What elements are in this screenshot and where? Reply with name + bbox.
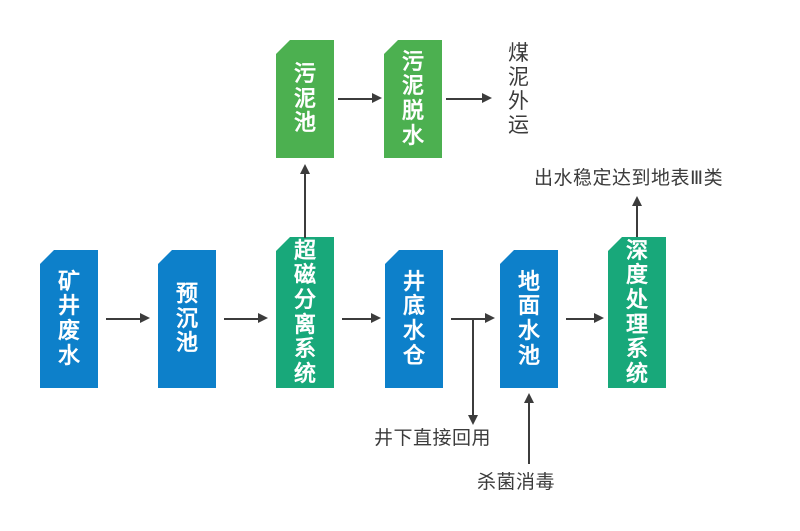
connector-dewatering-to-transport [446, 98, 484, 100]
arrowhead-right-icon [372, 93, 382, 103]
node-label: 深度处理系统 [626, 237, 649, 386]
node-mine-wastewater[interactable]: 矿井废水 [40, 250, 98, 388]
arrowhead-right-icon [485, 313, 495, 323]
caption-effluent-standard: 出水稳定达到地表Ⅲ类 [534, 168, 724, 189]
caption-sterilization-disinfection: 杀菌消毒 [477, 472, 556, 493]
connector-advanced-to-effluent [636, 203, 638, 247]
arrowhead-right-icon [140, 313, 150, 323]
connector-sludgepond-to-dewatering [338, 98, 374, 100]
node-label: 超磁分离系统 [294, 237, 317, 386]
arrowhead-right-icon [371, 313, 381, 323]
node-label: 井底水仓 [403, 268, 426, 368]
node-advanced-treatment-system[interactable]: 深度处理系统 [608, 237, 666, 388]
caption-underground-direct-reuse: 井下直接回用 [374, 428, 492, 449]
node-super-magnetic-separation-system[interactable]: 超磁分离系统 [276, 237, 334, 388]
connector-sump-to-underground-reuse [472, 318, 474, 417]
arrowhead-up-icon [631, 196, 642, 206]
node-sludge-dewatering[interactable]: 污泥脱水 [384, 40, 442, 158]
node-label: 预沉池 [176, 281, 199, 356]
node-label: 污泥脱水 [402, 48, 425, 148]
connector-surfacepool-to-advanced [566, 318, 596, 320]
node-label: 污泥池 [294, 61, 317, 136]
node-sludge-pond[interactable]: 污泥池 [276, 40, 334, 158]
arrowhead-up-icon [299, 164, 310, 174]
arrowhead-right-icon [594, 313, 604, 323]
node-pre-sedimentation-tank[interactable]: 预沉池 [158, 250, 216, 388]
node-pit-bottom-water-sump[interactable]: 井底水仓 [385, 250, 443, 388]
connector-sump-to-surfacepool [451, 318, 487, 320]
arrowhead-down-icon [467, 415, 478, 425]
caption-coal-slime-transport: 煤泥外运 [508, 42, 530, 138]
node-surface-water-pool[interactable]: 地面水池 [500, 250, 558, 388]
node-label: 矿井废水 [58, 268, 81, 368]
connector-magnetic-to-sludgepond [304, 172, 306, 238]
connector-presed-to-magnetic [224, 318, 260, 320]
node-label: 地面水池 [518, 268, 541, 368]
connector-magnetic-to-sump [342, 318, 373, 320]
arrowhead-right-icon [482, 93, 492, 103]
arrowhead-up-icon [523, 393, 534, 403]
arrowhead-right-icon [258, 313, 268, 323]
connector-wastewater-to-presed [106, 318, 142, 320]
connector-disinfection-to-surfacepool [528, 400, 530, 464]
